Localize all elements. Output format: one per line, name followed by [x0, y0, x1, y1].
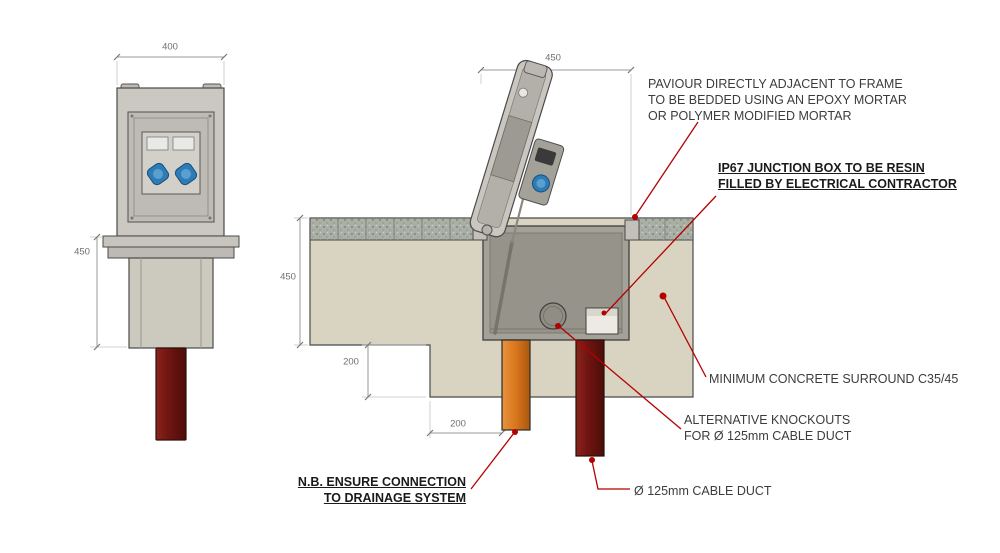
lid-stay-strut	[493, 240, 514, 335]
window-right	[172, 136, 195, 151]
window-left	[146, 136, 169, 151]
dot-junction-box	[601, 310, 607, 316]
base-flange-upper	[102, 235, 240, 248]
annotation-cable-duct: Ø 125mm CABLE DUCT	[634, 484, 772, 498]
dim-label-front-depth: 450	[72, 246, 92, 258]
lid-stay-rod	[510, 197, 525, 244]
dot-cable-duct	[589, 457, 595, 463]
section-view	[294, 59, 694, 457]
socket-left	[146, 162, 170, 186]
dim-label-duct-offset: 200	[448, 418, 468, 430]
dot-knockouts	[555, 323, 561, 329]
leader-drainage	[470, 432, 515, 490]
annotation-paviour: PAVIOUR DIRECTLY ADJACENT TO FRAME TO BE…	[648, 77, 907, 123]
paving-joints	[337, 219, 666, 239]
pedestal	[128, 257, 214, 349]
dim-step-height-line	[362, 341, 426, 401]
dim-front-width-line	[113, 53, 228, 85]
dim-label-section-depth: 450	[278, 271, 298, 283]
cable-duct-maroon	[575, 339, 605, 457]
lid-mounting-plate	[490, 114, 533, 183]
dot-paviour	[632, 214, 638, 220]
lid-hinge	[481, 224, 493, 236]
leader-dots	[512, 214, 667, 463]
socket-assembly	[518, 138, 565, 206]
dim-label-front-width: 400	[160, 41, 180, 53]
door-inner-frame	[133, 117, 209, 217]
dim-section-depth-line	[294, 214, 308, 349]
drainage-duct-orange	[501, 339, 531, 431]
base-flange-lower	[107, 246, 235, 259]
annotation-concrete-surround: MINIMUM CONCRETE SURROUND C35/45	[709, 372, 959, 386]
leader-concrete	[663, 296, 707, 378]
socket-right	[174, 162, 198, 186]
front-elevation-view	[90, 53, 240, 441]
lid-latch	[523, 60, 548, 78]
leader-lines	[470, 121, 717, 490]
open-lid	[469, 59, 553, 238]
leader-knockouts	[559, 326, 682, 430]
knockout-inner-ring	[543, 306, 563, 326]
dim-label-opening-width: 450	[543, 52, 563, 64]
dim-duct-offset-line	[426, 401, 506, 438]
lid-knob	[518, 87, 529, 98]
leader-cable-duct	[591, 460, 630, 490]
dim-front-depth-line	[90, 233, 127, 351]
cable-duct-front-view	[155, 347, 187, 441]
annotation-junction-box: IP67 JUNCTION BOX TO BE RESIN FILLED BY …	[718, 161, 957, 191]
dim-label-step-height: 200	[341, 356, 361, 368]
dot-drainage	[512, 429, 518, 435]
dim-opening-width-line	[477, 66, 635, 215]
annotation-drainage: N.B. ENSURE CONNECTION TO DRAINAGE SYSTE…	[297, 475, 466, 505]
leader-junction-box	[604, 195, 717, 315]
frame-right	[624, 219, 640, 241]
dot-concrete	[659, 292, 667, 300]
annotation-knockouts: ALTERNATIVE KNOCKOUTS FOR Ø 125mm CABLE …	[684, 413, 852, 443]
leader-paviour	[635, 121, 699, 216]
door-screws	[130, 114, 212, 220]
